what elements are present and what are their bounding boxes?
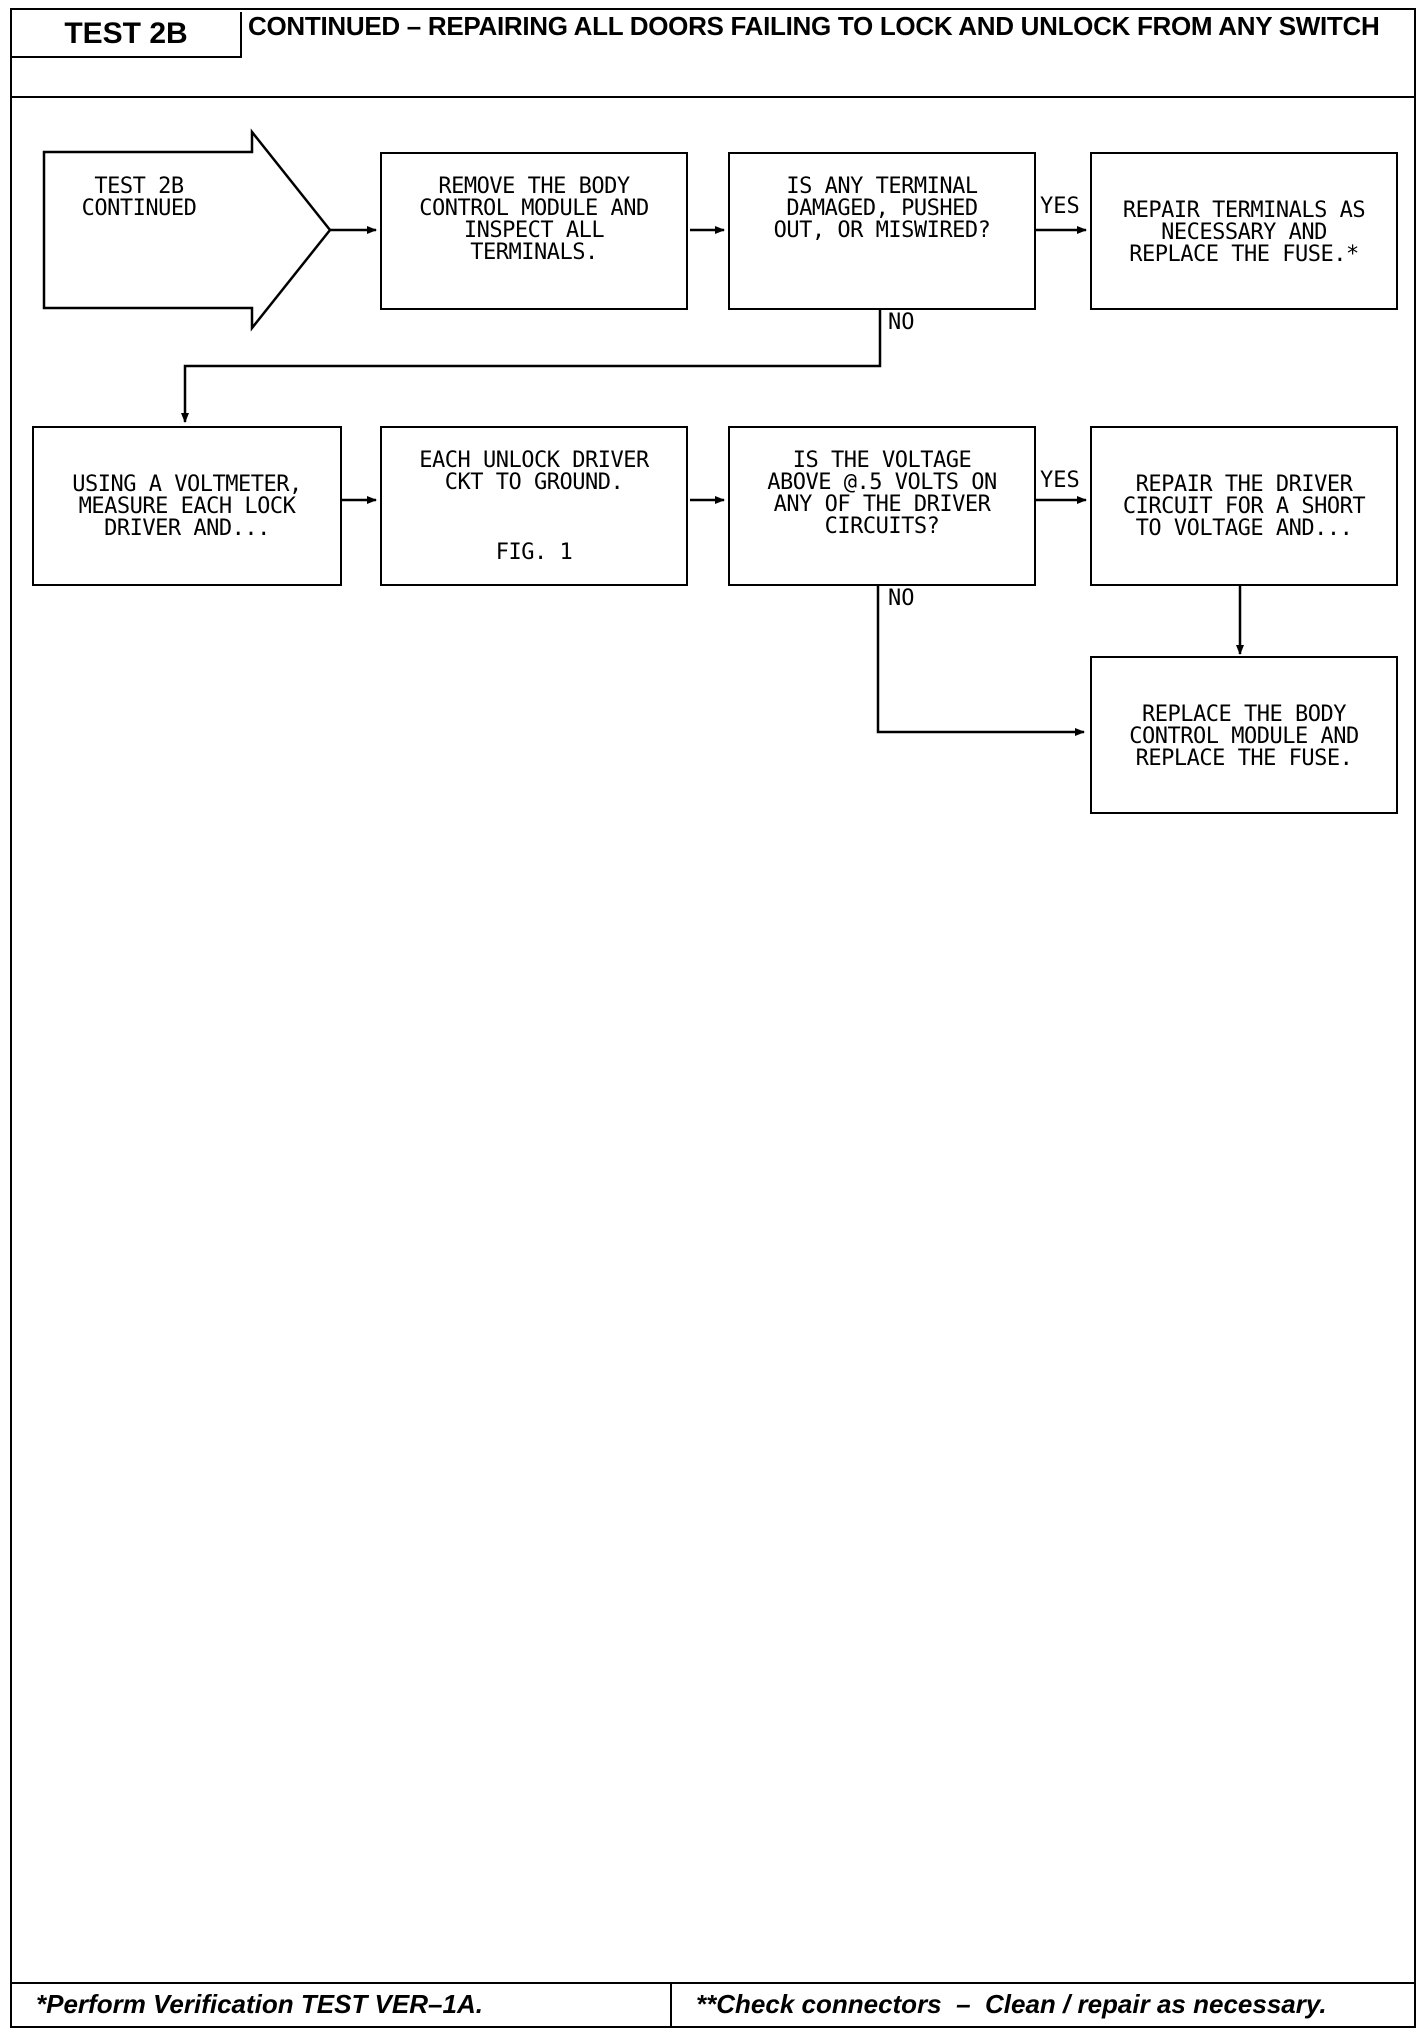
replace-bcm-box: REPLACE THE BODY CONTROL MODULE AND REPL… bbox=[1090, 656, 1398, 814]
footer-divider bbox=[10, 1982, 1416, 1984]
each-unlock-driver-box: EACH UNLOCK DRIVER CKT TO GROUND. FIG. 1 bbox=[380, 426, 688, 586]
no-label-2: NO bbox=[888, 586, 915, 611]
measure-lock-driver-text: USING A VOLTMETER, MEASURE EACH LOCK DRI… bbox=[72, 472, 302, 541]
start-label: TEST 2B CONTINUED bbox=[81, 174, 197, 221]
remove-bcm-text: REMOVE THE BODY CONTROL MODULE AND INSPE… bbox=[419, 174, 649, 265]
voltage-decision-box: IS THE VOLTAGE ABOVE @.5 VOLTS ON ANY OF… bbox=[728, 426, 1036, 586]
yes-label-1: YES bbox=[1040, 194, 1080, 219]
arrow-decision2-no bbox=[876, 586, 1085, 736]
footer-verification-note: *Perform Verification TEST VER–1A. bbox=[36, 1989, 483, 2019]
terminal-decision-box: IS ANY TERMINAL DAMAGED, PUSHED OUT, OR … bbox=[728, 152, 1036, 310]
repair-terminals-text: REPAIR TERMINALS AS NECESSARY AND REPLAC… bbox=[1122, 198, 1366, 267]
remove-bcm-box: REMOVE THE BODY CONTROL MODULE AND INSPE… bbox=[380, 152, 688, 310]
replace-bcm-text: REPLACE THE BODY CONTROL MODULE AND REPL… bbox=[1129, 702, 1359, 771]
no-label-1: NO bbox=[888, 310, 915, 335]
repair-driver-box: REPAIR THE DRIVER CIRCUIT FOR A SHORT TO… bbox=[1090, 426, 1398, 586]
yes-label-2: YES bbox=[1040, 468, 1080, 493]
fig-1-label: FIG. 1 bbox=[495, 540, 573, 565]
each-unlock-driver-text: EACH UNLOCK DRIVER CKT TO GROUND. bbox=[419, 448, 649, 495]
start-arrow-shape bbox=[42, 128, 332, 332]
header-divider bbox=[10, 96, 1416, 98]
repair-terminals-box: REPAIR TERMINALS AS NECESSARY AND REPLAC… bbox=[1090, 152, 1398, 310]
footer-column-divider bbox=[670, 1982, 672, 2026]
test-id-label: TEST 2B bbox=[12, 12, 242, 58]
footer-connectors-note: **Check connectors – Clean / repair as n… bbox=[696, 1989, 1327, 2019]
arrow-decision1-no bbox=[181, 310, 882, 423]
repair-driver-text: REPAIR THE DRIVER CIRCUIT FOR A SHORT TO… bbox=[1122, 472, 1366, 541]
page-frame bbox=[10, 8, 1416, 2028]
page-title: CONTINUED – REPAIRING ALL DOORS FAILING … bbox=[248, 11, 1380, 41]
voltage-decision-text: IS THE VOLTAGE ABOVE @.5 VOLTS ON ANY OF… bbox=[767, 448, 997, 539]
measure-lock-driver-box: USING A VOLTMETER, MEASURE EACH LOCK DRI… bbox=[32, 426, 342, 586]
terminal-decision-text: IS ANY TERMINAL DAMAGED, PUSHED OUT, OR … bbox=[773, 174, 991, 243]
